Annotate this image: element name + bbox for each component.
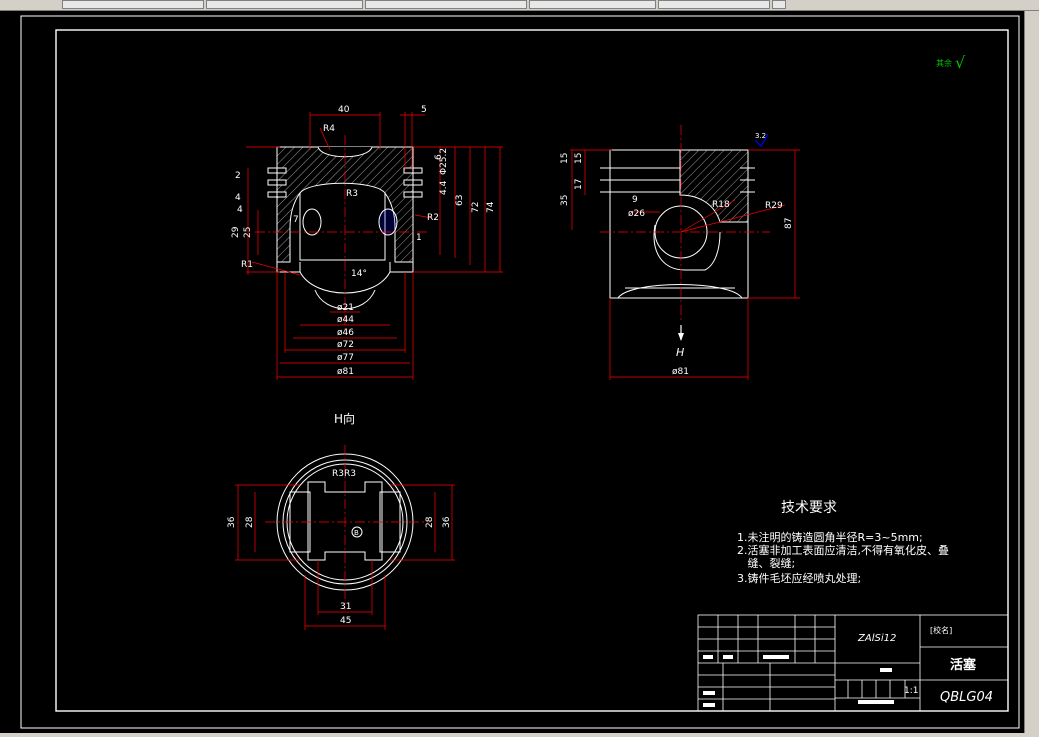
toolbar-segment[interactable] xyxy=(206,0,363,9)
dim-r33: R3R3 xyxy=(332,469,356,479)
dim-7: 7 xyxy=(293,215,299,225)
requirement-2b: 缝、裂缝; xyxy=(737,556,795,570)
title-block-marks xyxy=(703,655,894,707)
toolbar-segment[interactable] xyxy=(658,0,770,9)
side-centerlines xyxy=(600,125,770,320)
dim-phi81: ø81 xyxy=(337,367,354,377)
dim-r4: R4 xyxy=(323,124,335,134)
front-section-view xyxy=(267,146,423,310)
vertical-scrollbar[interactable] xyxy=(1024,11,1039,733)
bottom-centerlines xyxy=(265,445,430,610)
dim-28-right: 28 xyxy=(425,516,435,528)
front-dimensions xyxy=(246,112,503,380)
view-arrow: H xyxy=(676,325,684,359)
dim-circle-label: B xyxy=(354,529,359,537)
dim-87: 87 xyxy=(784,218,794,229)
dim-right-252: Φ25.2 xyxy=(439,148,449,175)
dim-right-72: 72 xyxy=(471,202,481,213)
requirement-1: 1.未注明的铸造圆角半径R=3~5mm; xyxy=(737,530,923,544)
dim-right-6: 6 xyxy=(434,154,444,160)
bottom-dimensions xyxy=(235,484,455,630)
bottom-view-title: H向 xyxy=(334,411,355,426)
dim-r29: R29 xyxy=(765,201,783,211)
cad-drawing: 其余 √ xyxy=(20,15,1020,729)
roughness-mark-text: 其余 xyxy=(936,58,952,68)
title-drawing-no: QBLG04 xyxy=(940,690,993,705)
dim-left-4: 4 xyxy=(235,193,241,203)
dim-45: 45 xyxy=(340,616,351,626)
dim-left-2: 2 xyxy=(235,171,241,181)
dim-right-63: 63 xyxy=(455,195,465,206)
toolbar-segment[interactable] xyxy=(772,0,786,9)
front-centerlines xyxy=(255,135,430,330)
dim-r18: R18 xyxy=(712,200,730,210)
bottom-dimension-text: R3R3 36 28 28 36 31 45 B xyxy=(227,469,452,626)
dim-15a: 15 xyxy=(560,153,570,164)
title-block xyxy=(697,614,1009,712)
dim-left-4b: 4 xyxy=(237,205,243,215)
front-dimension-text: 40 5 R4 R3 R2 R1 2 4 4 25 29 6 4.4 Φ25.2… xyxy=(231,105,496,377)
dim-36-left: 36 xyxy=(227,516,237,528)
dim-28-left: 28 xyxy=(245,516,255,528)
dim-groove: 5 xyxy=(421,105,427,115)
roughness-value: 3.2 xyxy=(755,132,766,140)
dim-top-width: 40 xyxy=(338,105,350,115)
title-part-name: 活塞 xyxy=(950,657,977,673)
dim-r1: R1 xyxy=(241,260,253,270)
title-school: [校名] xyxy=(930,625,952,635)
dim-phi72: ø72 xyxy=(337,340,354,350)
dim-26: ø26 xyxy=(628,209,645,219)
dim-31: 31 xyxy=(340,602,351,612)
side-hatch xyxy=(679,149,749,223)
requirement-3: 3.铸件毛坯应经喷丸处理; xyxy=(737,571,861,585)
outer-frame xyxy=(20,15,1020,729)
dim-phi46: ø46 xyxy=(337,328,354,338)
side-dimension-text: 15 15 17 35 9 ø26 R18 R29 87 ø81 xyxy=(560,153,794,377)
dim-35: 35 xyxy=(560,195,570,206)
dim-phi21: ø21 xyxy=(337,303,354,313)
dim-1: 1 xyxy=(416,233,422,243)
dim-9: 9 xyxy=(632,195,638,205)
dim-left-25: 25 xyxy=(243,227,253,238)
side-dimensions xyxy=(570,149,800,380)
inner-frame xyxy=(55,29,1009,712)
toolbar-segment[interactable] xyxy=(365,0,527,9)
dim-phi77: ø77 xyxy=(337,353,354,363)
side-view xyxy=(600,149,755,299)
dim-angle: 14° xyxy=(351,269,367,279)
roughness-symbol xyxy=(754,133,769,147)
dim-right-74: 74 xyxy=(486,201,496,213)
side-phi81: ø81 xyxy=(672,367,689,377)
dim-15b: 15 xyxy=(574,153,584,164)
requirement-2: 2.活塞非加工表面应清洁,不得有氧化皮、叠 xyxy=(737,543,949,557)
dim-right-44: 4.4 xyxy=(439,180,449,195)
drawing-canvas[interactable]: 其余 √ xyxy=(0,11,1024,733)
dim-r2: R2 xyxy=(427,213,439,223)
toolbar-segment[interactable] xyxy=(529,0,656,9)
toolbar-segment[interactable] xyxy=(62,0,204,9)
view-h-label: H xyxy=(676,346,684,359)
dim-phi44: ø44 xyxy=(337,315,354,325)
dim-17: 17 xyxy=(574,179,584,190)
dim-r3: R3 xyxy=(346,189,358,199)
technical-requirements: 技术要求 1.未注明的铸造圆角半径R=3~5mm; 2.活塞非加工表面应清洁,不… xyxy=(737,500,949,585)
dim-36-right: 36 xyxy=(442,516,452,528)
roughness-mark-symbol: √ xyxy=(955,53,966,72)
requirements-title: 技术要求 xyxy=(781,500,837,516)
dim-left-29: 29 xyxy=(231,226,241,238)
bottom-edge xyxy=(0,733,1039,737)
roughness-mark: 其余 √ xyxy=(936,53,966,72)
title-material: ZAlSi12 xyxy=(857,633,896,644)
title-scale: 1:1 xyxy=(904,686,918,696)
toolbar xyxy=(0,0,1039,11)
